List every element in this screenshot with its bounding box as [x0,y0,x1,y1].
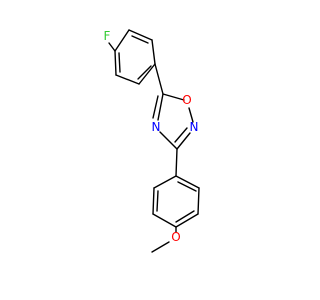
bond-layer [108,29,200,253]
bond [154,63,164,95]
bond [177,181,197,192]
bond [151,241,170,253]
bond [188,107,194,123]
molecule-structure-diagram: F O N N O [104,29,200,253]
bond [118,52,121,73]
bond [157,93,164,121]
bond [162,93,185,101]
bond [174,127,188,143]
bond [176,132,191,150]
atom-label-methoxy-oxygen: O [171,230,180,244]
bond [108,42,116,52]
bond [175,175,200,189]
bond [159,131,178,150]
bond [175,213,199,228]
bond [137,65,152,80]
bond [114,50,117,76]
bond [152,95,159,119]
bond [152,213,177,228]
bond [115,74,140,85]
bond [114,29,130,52]
bond [197,187,200,215]
bond [152,187,155,215]
bond [138,63,156,85]
bond [153,175,177,189]
atom-label-layer: F O N N O [104,29,199,244]
atom-label-ring-oxygen: O [182,93,191,107]
atom-label-ring-nitrogen-2: N [190,120,199,134]
bond [156,190,159,212]
bond [175,210,195,223]
bond [128,29,153,41]
bond [151,39,156,65]
bond [131,35,149,44]
atom-label-fluorine: F [104,29,111,43]
atom-label-ring-nitrogen-4: N [152,120,161,134]
bond [175,148,178,177]
